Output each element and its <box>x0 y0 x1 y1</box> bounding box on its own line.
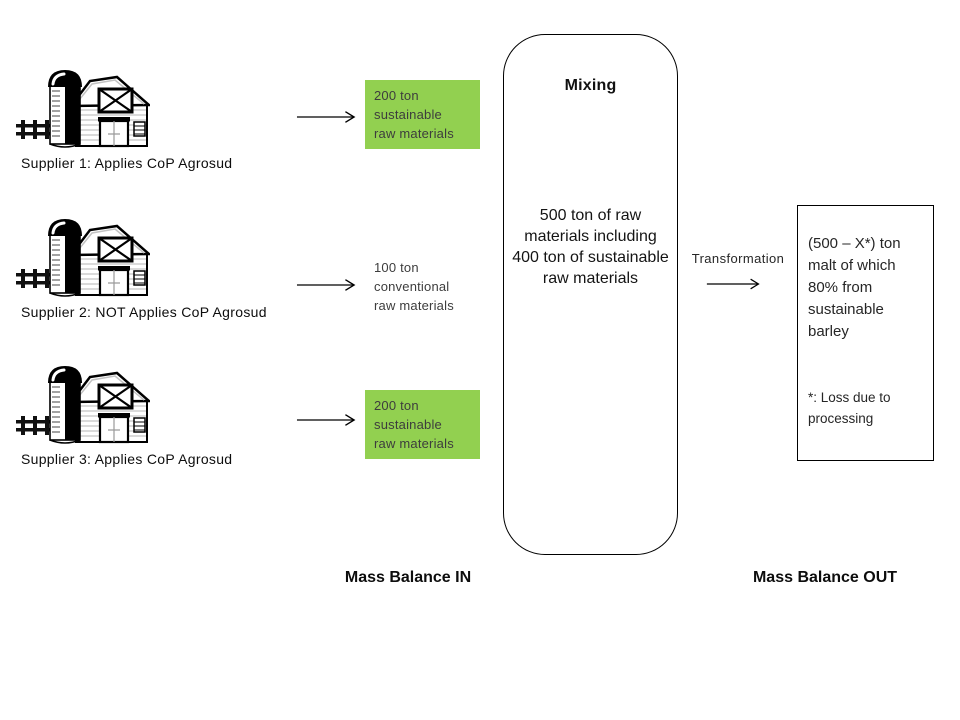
right-arrow-icon <box>296 277 358 293</box>
right-arrow-icon <box>296 109 358 125</box>
output-box: (500 – X*) ton malt of which 80% from su… <box>797 205 934 461</box>
supplier-2-label: Supplier 2: NOT Applies CoP Agrosud <box>21 304 267 320</box>
supplier-3-group: Supplier 3: Applies CoP Agrosud <box>14 360 232 467</box>
flow-label-sustainable-3: 200 ton sustainable raw materials <box>365 390 480 459</box>
supplier-2-group: Supplier 2: NOT Applies CoP Agrosud <box>14 213 267 320</box>
mass-balance-in-label: Mass Balance IN <box>344 569 472 586</box>
mass-balance-out-label: Mass Balance OUT <box>752 569 898 586</box>
flow-label-conventional: 100 ton conventional raw materials <box>374 260 454 313</box>
right-arrow-icon <box>296 412 358 428</box>
farm-icon <box>14 64 232 154</box>
mixing-container: Mixing 500 ton of raw materials includin… <box>503 34 678 555</box>
farm-icon <box>14 213 267 303</box>
mixing-body-text: 500 ton of raw materials including 400 t… <box>512 207 669 287</box>
farm-icon <box>14 360 232 450</box>
supplier-1-group: Supplier 1: Applies CoP Agrosud <box>14 64 232 171</box>
supplier-3-label: Supplier 3: Applies CoP Agrosud <box>21 451 233 467</box>
mixing-title: Mixing <box>564 77 617 94</box>
output-footnote: *: Loss due to processing <box>808 390 891 426</box>
output-main-text: (500 – X*) ton malt of which 80% from su… <box>808 235 901 340</box>
supplier-1-label: Supplier 1: Applies CoP Agrosud <box>21 155 233 171</box>
right-arrow-icon <box>706 276 762 292</box>
flow-label-sustainable-1: 200 ton sustainable raw materials <box>365 80 480 149</box>
transformation-label: Transformation <box>691 251 785 266</box>
